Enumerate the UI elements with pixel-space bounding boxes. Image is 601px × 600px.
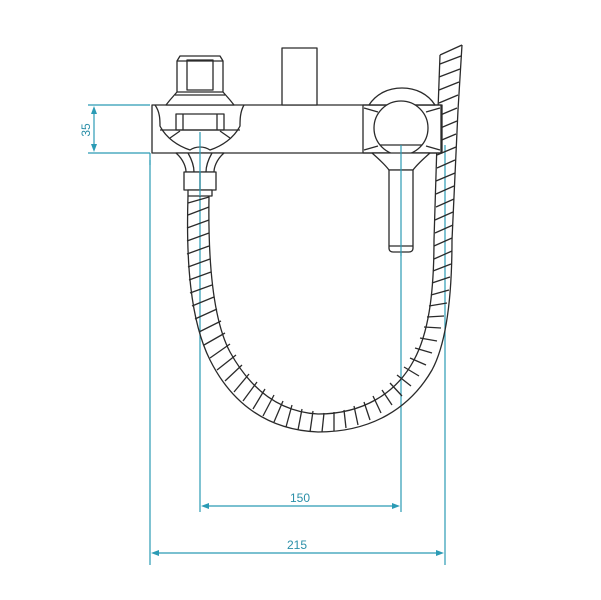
dimension-150: 150 — [201, 491, 400, 509]
dimension-35: 35 — [79, 104, 150, 154]
dimension-35-label: 35 — [79, 123, 93, 137]
dimension-215-label: 215 — [287, 538, 307, 552]
dimension-150-label: 150 — [290, 491, 310, 505]
hot-cold-connector-nut — [165, 55, 235, 106]
flexible-hose — [186, 44, 463, 433]
spout-stub — [281, 47, 318, 106]
dimension-215: 215 — [151, 538, 444, 556]
